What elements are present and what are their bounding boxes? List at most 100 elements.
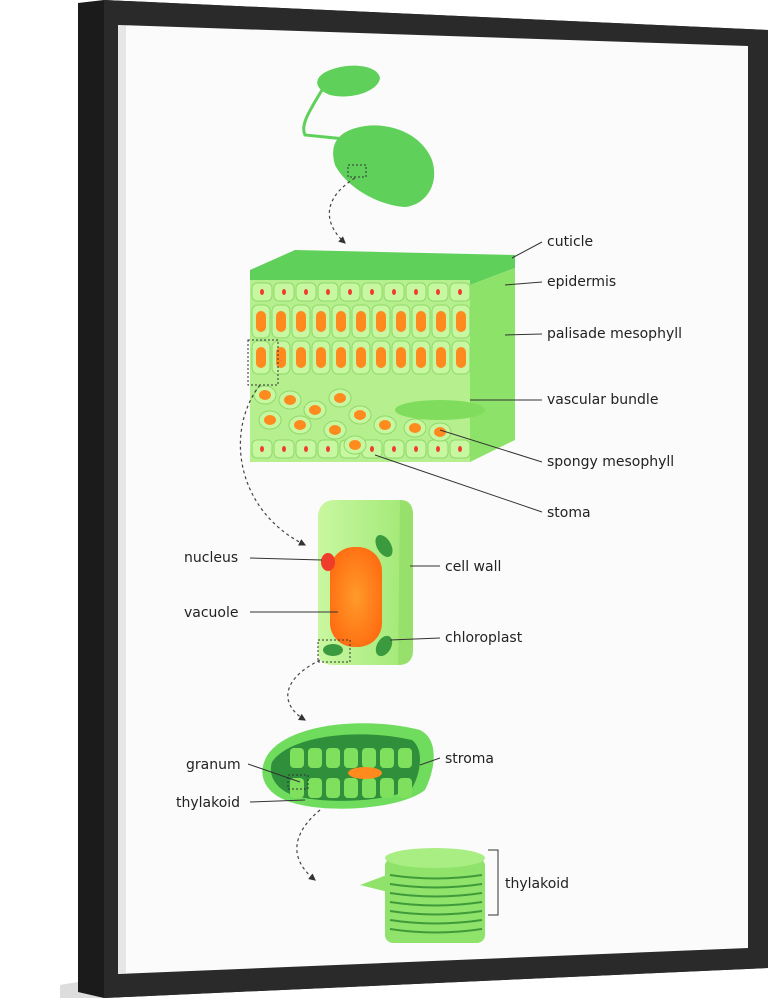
vacuole-mark (376, 347, 386, 368)
vacuole-mark (416, 347, 426, 368)
vacuole-mark (329, 425, 341, 435)
granum-mark (308, 748, 322, 768)
granum-mark (398, 748, 412, 768)
vacuole-mark (316, 347, 326, 368)
chloroplast-labels: granum thylakoid stroma (176, 751, 494, 811)
nucleus-dot (348, 289, 352, 295)
nucleus-dot (260, 446, 264, 452)
label-nucleus: nucleus (184, 550, 238, 566)
zoom-arrow-3 (287, 659, 321, 721)
nucleus-dot (436, 446, 440, 452)
vacuole-mark (336, 347, 346, 368)
vacuole-mark (409, 423, 421, 433)
vacuole-mark (296, 347, 306, 368)
thylakoid-disc (389, 928, 483, 934)
vacuole-mark (256, 311, 266, 332)
label-epidermis: epidermis (547, 274, 616, 290)
nucleus-dot (436, 289, 440, 295)
nucleus-dot (370, 289, 374, 295)
thylakoid-disc (389, 892, 483, 898)
vacuole-mark (436, 347, 446, 368)
label-stroma: stroma (445, 751, 494, 767)
zoom-arrow-4 (296, 809, 321, 881)
nucleus-dot (392, 446, 396, 452)
vacuole-mark (376, 311, 386, 332)
zoom-arrow-2 (239, 384, 307, 546)
granum-mark (344, 778, 358, 798)
vacuole-mark (379, 420, 391, 430)
vacuole-mark (456, 311, 466, 332)
nucleus-dot (414, 289, 418, 295)
nucleus-dot (370, 446, 374, 452)
vacuole-mark (456, 347, 466, 368)
thylakoid-disc (389, 874, 483, 880)
label-spongy-mesophyll: spongy mesophyll (547, 454, 674, 470)
granum-mark (308, 778, 322, 798)
vacuole-mark (396, 347, 406, 368)
vacuole-mark (356, 347, 366, 368)
granum-mark (380, 778, 394, 798)
nucleus-dot (260, 289, 264, 295)
nucleus-dot (326, 446, 330, 452)
label-stoma: stoma (547, 505, 591, 521)
label-vascular-bundle: vascular bundle (547, 392, 658, 408)
vacuole-mark (436, 311, 446, 332)
thylakoid-bracket (488, 849, 499, 916)
nucleus-dot (392, 289, 396, 295)
granum-mark (290, 748, 304, 768)
label-granum: granum (186, 757, 241, 773)
vacuole-mark (334, 393, 346, 403)
cell-labels: nucleus vacuole cell wall chloroplast (184, 550, 523, 646)
granum-mark (344, 748, 358, 768)
vacuole-mark (434, 427, 446, 437)
thylakoid-disc (389, 883, 483, 889)
vacuole-mark (396, 311, 406, 332)
nucleus-dot (414, 446, 418, 452)
granum-mark (326, 748, 340, 768)
nucleus-dot (282, 446, 286, 452)
vacuole-mark (256, 347, 266, 368)
granum-mark (362, 748, 376, 768)
granum-mark (326, 778, 340, 798)
vacuole-mark (356, 311, 366, 332)
vacuole-mark (276, 311, 286, 332)
granum-mark (398, 778, 412, 798)
label-thylakoid-stack: thylakoid (505, 876, 569, 892)
plant-cell (317, 500, 413, 665)
nucleus-dot (304, 289, 308, 295)
granum-mark (380, 748, 394, 768)
vacuole-mark (316, 311, 326, 332)
vacuole-mark (294, 420, 306, 430)
vacuole-mark (416, 311, 426, 332)
label-chloroplast: chloroplast (445, 630, 523, 646)
nucleus-dot (458, 289, 462, 295)
label-thylakoid: thylakoid (176, 795, 240, 811)
vacuole-mark (354, 410, 366, 420)
vacuole-mark (349, 440, 361, 450)
granum-mark (362, 778, 376, 798)
label-cuticle: cuticle (547, 234, 593, 250)
vacuole-mark (309, 405, 321, 415)
vacuole-mark (284, 395, 296, 405)
thylakoid-disc (389, 919, 483, 925)
chloroplast-illustration (262, 723, 434, 809)
leaf-illustration (302, 65, 435, 207)
leaf-cross-section (247, 250, 515, 462)
granum-mark (290, 778, 304, 798)
zoom-arrow-1 (328, 177, 356, 244)
label-cell-wall: cell wall (445, 559, 501, 575)
vacuole-mark (336, 311, 346, 332)
thylakoid-stack (360, 848, 485, 943)
thylakoid-disc (389, 901, 483, 907)
nucleus-dot (326, 289, 330, 295)
nucleus-dot (458, 446, 462, 452)
nucleus-dot (304, 446, 308, 452)
vacuole-mark (259, 390, 271, 400)
nucleus-dot (282, 289, 286, 295)
label-palisade-mesophyll: palisade mesophyll (547, 326, 682, 342)
thylakoid-disc (389, 910, 483, 916)
label-vacuole: vacuole (184, 605, 239, 621)
vacuole-mark (264, 415, 276, 425)
leaf-labels: cuticle epidermis palisade mesophyll vas… (374, 234, 682, 521)
